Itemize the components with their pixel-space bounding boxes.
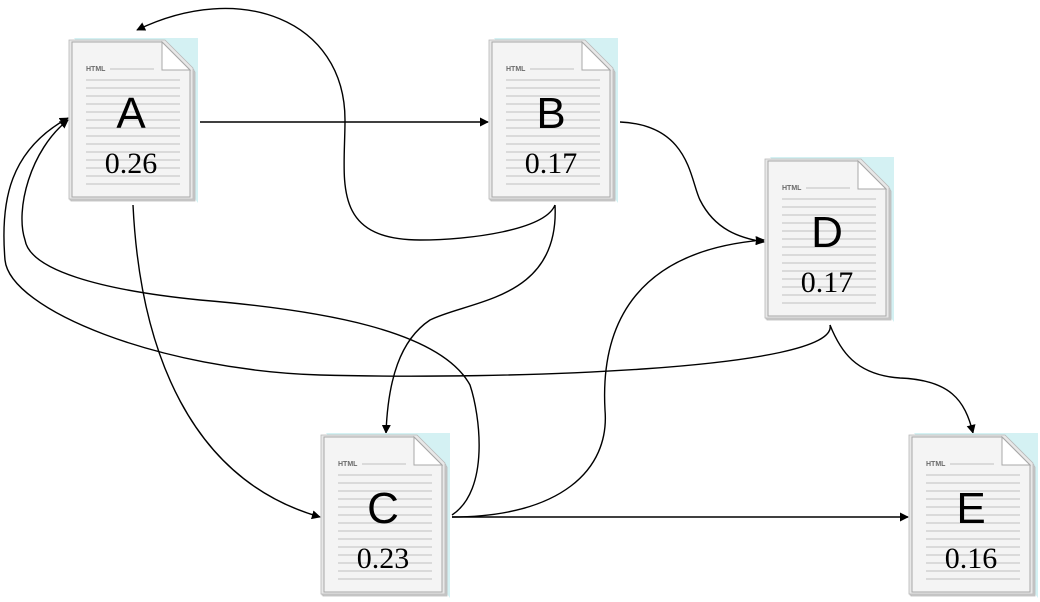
edge-b-to-d: [619, 121, 765, 246]
folded-corner: [857, 159, 888, 190]
node-a: HTML A 0.26: [68, 38, 198, 203]
edge-b-to-a: [136, 7, 556, 241]
folded-corner: [161, 40, 192, 71]
html-tag-label: HTML: [782, 185, 802, 192]
edge-b-to-c: [381, 204, 556, 434]
node-b: HTML B 0.17: [488, 38, 618, 203]
html-tag-label: HTML: [86, 66, 106, 73]
node-d: HTML D 0.17: [764, 157, 894, 322]
html-tag-label: HTML: [338, 461, 358, 468]
document-page: [767, 160, 887, 317]
node-letter: B: [536, 89, 565, 138]
node-score: 0.23: [357, 542, 410, 575]
node-score: 0.26: [105, 147, 158, 180]
html-tag-label: HTML: [926, 461, 946, 468]
edge-a-to-c: [132, 204, 321, 520]
node-e: HTML E 0.16: [908, 433, 1038, 598]
edge-c-to-d: [451, 236, 765, 518]
html-tag-label: HTML: [506, 66, 526, 73]
node-letter: C: [367, 484, 399, 533]
node-letter: E: [956, 484, 985, 533]
node-letter: A: [116, 89, 146, 138]
node-score: 0.17: [801, 266, 854, 299]
edge-c-to-a: [21, 119, 480, 516]
document-page: [911, 436, 1031, 593]
folded-corner: [413, 435, 444, 466]
document-page: [323, 436, 443, 593]
edge-d-to-a: [3, 117, 831, 377]
folded-corner: [1001, 435, 1032, 466]
node-score: 0.16: [945, 542, 998, 575]
node-letter: D: [811, 208, 843, 257]
node-c: HTML C 0.23: [320, 433, 450, 598]
edges: [3, 7, 976, 522]
document-page: [71, 41, 191, 198]
document-page: [491, 41, 611, 198]
folded-corner: [581, 40, 612, 71]
nodes: HTMLA0.26HTMLB0.17HTMLC0.23HTMLD0.17HTML…: [68, 38, 1038, 598]
edge-d-to-e: [829, 324, 976, 434]
node-score: 0.17: [525, 147, 578, 180]
